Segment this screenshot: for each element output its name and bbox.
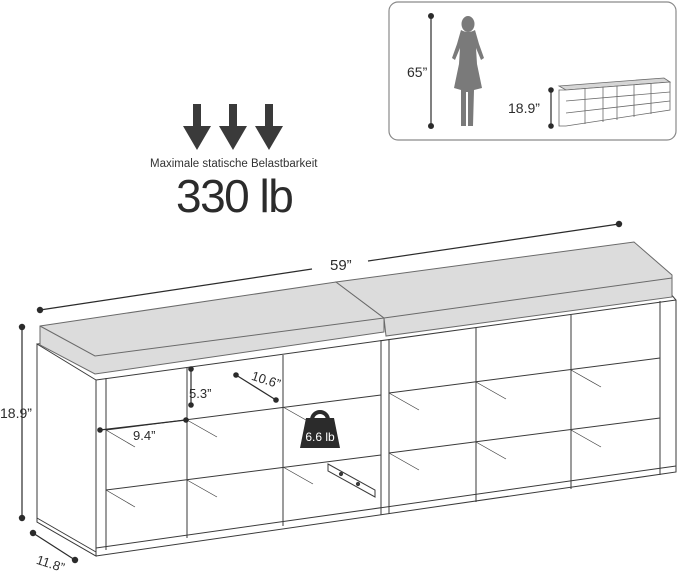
bench-side-panel: [36, 343, 97, 557]
seat-cushions: [39, 241, 673, 375]
person-height-label: 65”: [407, 64, 428, 80]
person-silhouette-icon: [452, 16, 484, 126]
width-dimension: 59”: [36, 220, 623, 314]
width-label: 59”: [330, 257, 352, 274]
load-capacity-value: 330 lb: [176, 170, 294, 222]
down-arrow-icon: [183, 104, 211, 150]
size-comparison-panel: 65” 18.9”: [388, 1, 677, 141]
mini-bench-icon: [557, 77, 672, 127]
mini-bench-height-label: 18.9”: [508, 100, 540, 116]
load-capacity-title: Maximale statische Belastbarkeit: [150, 158, 318, 170]
depth-label: 11.8”: [35, 552, 67, 573]
load-arrows: [183, 104, 283, 150]
down-arrow-icon: [255, 104, 283, 150]
compartment-width-label: 9.4”: [133, 428, 155, 443]
weight-label: 6.6 lb: [305, 430, 335, 444]
down-arrow-icon: [219, 104, 247, 150]
compartment-height-label: 5.3”: [189, 386, 211, 401]
height-dimension: 18.9”: [0, 323, 32, 522]
height-label: 18.9”: [0, 405, 32, 421]
weight-icon: 6.6 lb: [300, 410, 340, 448]
hardware-rail: [327, 463, 376, 498]
depth-dimension: 11.8”: [29, 529, 79, 573]
